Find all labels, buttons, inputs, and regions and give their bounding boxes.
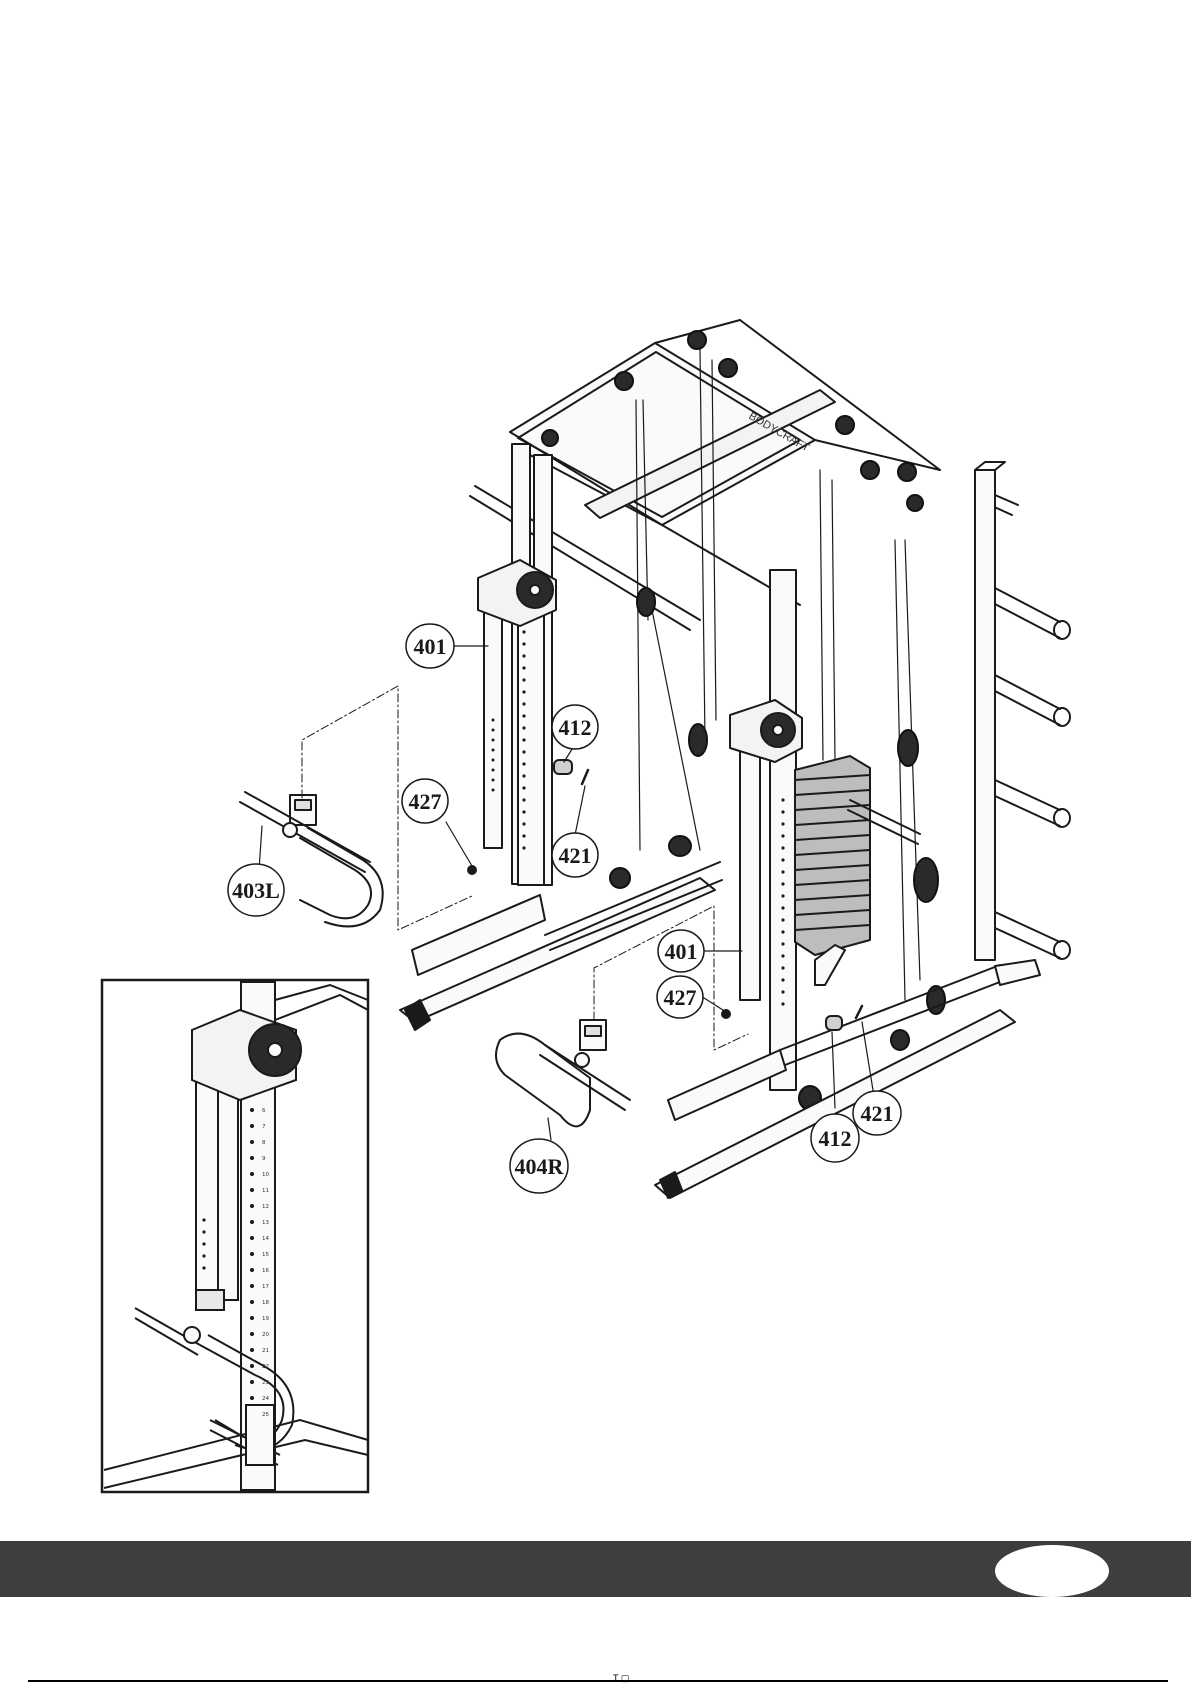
- hole-number: 10: [262, 1172, 269, 1178]
- hole-number: 22: [262, 1364, 269, 1370]
- hole-number: 18: [262, 1300, 269, 1306]
- detail-inset: 6 7 8 9 10 11 12 13 14 15 16 17 18 19 20…: [102, 980, 368, 1492]
- hole-number: 21: [262, 1348, 269, 1354]
- callout-427-right: 427: [664, 985, 697, 1010]
- callout-401-upper: 401: [414, 634, 447, 659]
- callout-421-right: 421: [861, 1101, 894, 1126]
- hole-number: 23: [262, 1380, 269, 1386]
- hole-number: 12: [262, 1204, 269, 1210]
- plate-storage-post: [975, 462, 1070, 960]
- hole-number: 7: [262, 1124, 266, 1130]
- page-number-badge: [995, 1545, 1109, 1597]
- hole-number: 15: [262, 1252, 269, 1258]
- callout-421-left: 421: [559, 843, 592, 868]
- right-handle-404R: [496, 1020, 630, 1126]
- hole-number: 24: [262, 1396, 269, 1402]
- callout-427-left: 427: [409, 789, 442, 814]
- callout-412-left: 412: [559, 715, 592, 740]
- callout-404R: 404R: [515, 1154, 565, 1179]
- hole-number: 20: [262, 1332, 269, 1338]
- hole-number: 11: [262, 1188, 269, 1194]
- hole-number: 9: [262, 1156, 266, 1162]
- callout-401-lower: 401: [665, 939, 698, 964]
- hole-number: 8: [262, 1140, 266, 1146]
- hole-number: 16: [262, 1268, 269, 1274]
- hole-number: 14: [262, 1236, 269, 1242]
- right-front-upright: [730, 570, 802, 1090]
- hole-number: 17: [262, 1284, 269, 1290]
- hole-number: 19: [262, 1316, 269, 1322]
- hole-number: 6: [262, 1108, 266, 1114]
- cropped-footer-text: T ▢: [613, 1674, 629, 1683]
- base-frame: [400, 862, 1040, 1198]
- left-front-upright: [478, 560, 556, 885]
- callout-403L: 403L: [232, 878, 280, 903]
- hole-number: 25: [262, 1412, 269, 1418]
- callout-412-right: 412: [819, 1126, 852, 1151]
- weight-stack: [795, 756, 920, 985]
- bottom-rule: [28, 1680, 1168, 1682]
- hole-number: 13: [262, 1220, 269, 1226]
